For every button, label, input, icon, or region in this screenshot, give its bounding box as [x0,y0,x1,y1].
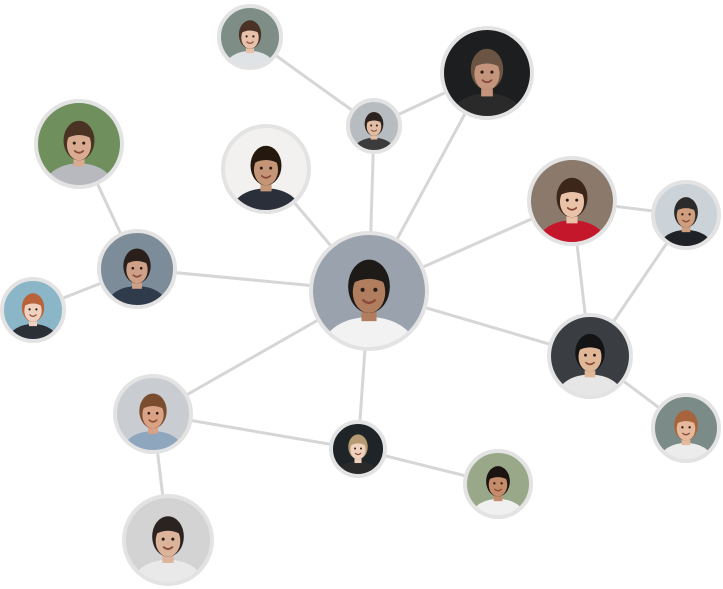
avatar-woman-lace[interactable] [651,393,721,476]
avatar-woman-striped[interactable] [221,124,311,231]
nodes-layer [0,4,721,589]
avatar-center[interactable] [309,231,429,375]
avatar-bearded-man[interactable] [440,26,534,138]
avatar-man-suit[interactable] [97,229,177,324]
avatar-woman-red[interactable] [527,156,617,263]
avatar-top-woman[interactable] [217,4,283,82]
avatar-man-plaid[interactable] [34,99,124,206]
avatar-redhead-woman[interactable] [0,277,66,355]
avatar-man-cap[interactable] [651,180,721,263]
avatar-young-man[interactable] [463,449,533,532]
avatar-asian-man[interactable] [547,313,633,415]
avatar-smiling-man[interactable] [122,494,214,589]
avatar-small-woman[interactable] [346,98,402,164]
avatar-blonde-woman[interactable] [329,420,387,488]
avatar-glasses-man[interactable] [113,374,193,469]
